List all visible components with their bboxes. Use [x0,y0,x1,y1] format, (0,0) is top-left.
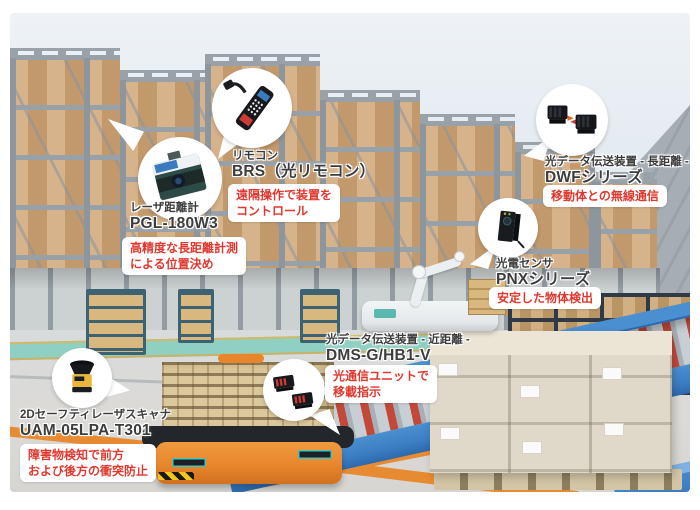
shelf-cart [300,289,340,343]
product-bubble [212,68,292,148]
shelf-cart [178,289,214,343]
feature-caption: 高精度な長距離計測 による位置決め [122,237,247,276]
product-line-label: リモコン [232,150,278,162]
caption-line: による位置決め [130,257,214,272]
feature-caption: 移動体との無線通信 [543,185,667,208]
robot-arm-wrist [454,251,465,262]
product-bubble [52,348,112,408]
storage-rack [420,114,515,268]
agv-display [298,450,332,459]
remote-control-icon [223,79,274,131]
product-line-label: 光電センサ [496,258,554,270]
shipping-label [438,363,458,376]
product-model-label: PGL-180W3 [130,215,218,233]
shipping-label [520,385,540,398]
product-line-label: 2Dセーフティレーザスキャナ [20,409,171,421]
product-model-label: DMS-G/HB1-V [326,347,431,365]
laser-rangefinder-icon [151,150,207,201]
pallet-stack [162,362,334,436]
carton-stack [430,331,672,473]
pallet-agv [130,354,362,492]
shipping-label [440,427,460,440]
storage-rack [320,90,420,268]
caption-line: コントロール [236,204,309,219]
product-line-label: 光データ伝送装置 - 近距離 - [326,334,470,346]
product-model-label: BRS（光リモコン） [232,163,376,181]
photoelectric-sensor-icon [497,210,525,249]
shipping-label [602,367,622,380]
shipping-label [604,423,624,436]
caption-line: 遠隔操作で装置を [236,188,333,202]
shelf-cart [86,289,146,355]
caption-line: 移載指示 [333,385,382,400]
feature-caption: 光通信ユニットで 移載指示 [325,365,438,404]
product-model-label: DWFシリーズ [545,169,643,187]
storage-rack [10,48,120,268]
hazard-stripe [158,472,194,480]
mobile-robot-screen [374,309,396,318]
caption-line: 障害物検知で前方 [28,448,125,462]
robot-arm-joint [412,265,426,279]
product-bubble [478,198,538,258]
optical-data-unit-pair-icon [273,374,314,410]
caption-line: および後方の衝突防止 [28,464,149,479]
product-line-label: 光データ伝送装置 - 長距離 - [545,156,689,168]
caption-line: 移動体との無線通信 [551,189,659,203]
product-line-label: レーザ距離計 [130,202,199,214]
caption-line: 光通信ユニットで [333,369,430,383]
feature-caption: 遠隔操作で装置を コントロール [228,184,341,223]
optical-transceiver-pair-icon [547,105,597,134]
product-bubble [536,84,608,156]
feature-caption: 障害物検知で前方 および後方の衝突防止 [20,444,157,483]
pallet-stack-handle [218,354,264,363]
shipping-label [522,441,542,454]
agv-display [172,458,206,467]
product-bubble [138,137,222,221]
wooden-pallet [434,469,682,490]
product-model-label: PNXシリーズ [496,271,591,289]
safety-laser-scanner-icon [70,360,94,393]
caption-line: 安定した物体検出 [497,291,594,305]
feature-caption: 安定した物体検出 [489,287,602,310]
warehouse-scene: レーザ距離計 PGL-180W3 高精度な長距離計測 による位置決め [10,13,690,492]
product-bubble [263,359,325,421]
product-model-label: UAM-05LPA-T301 [20,422,151,440]
caption-line: 高精度な長距離計測 [130,241,239,255]
